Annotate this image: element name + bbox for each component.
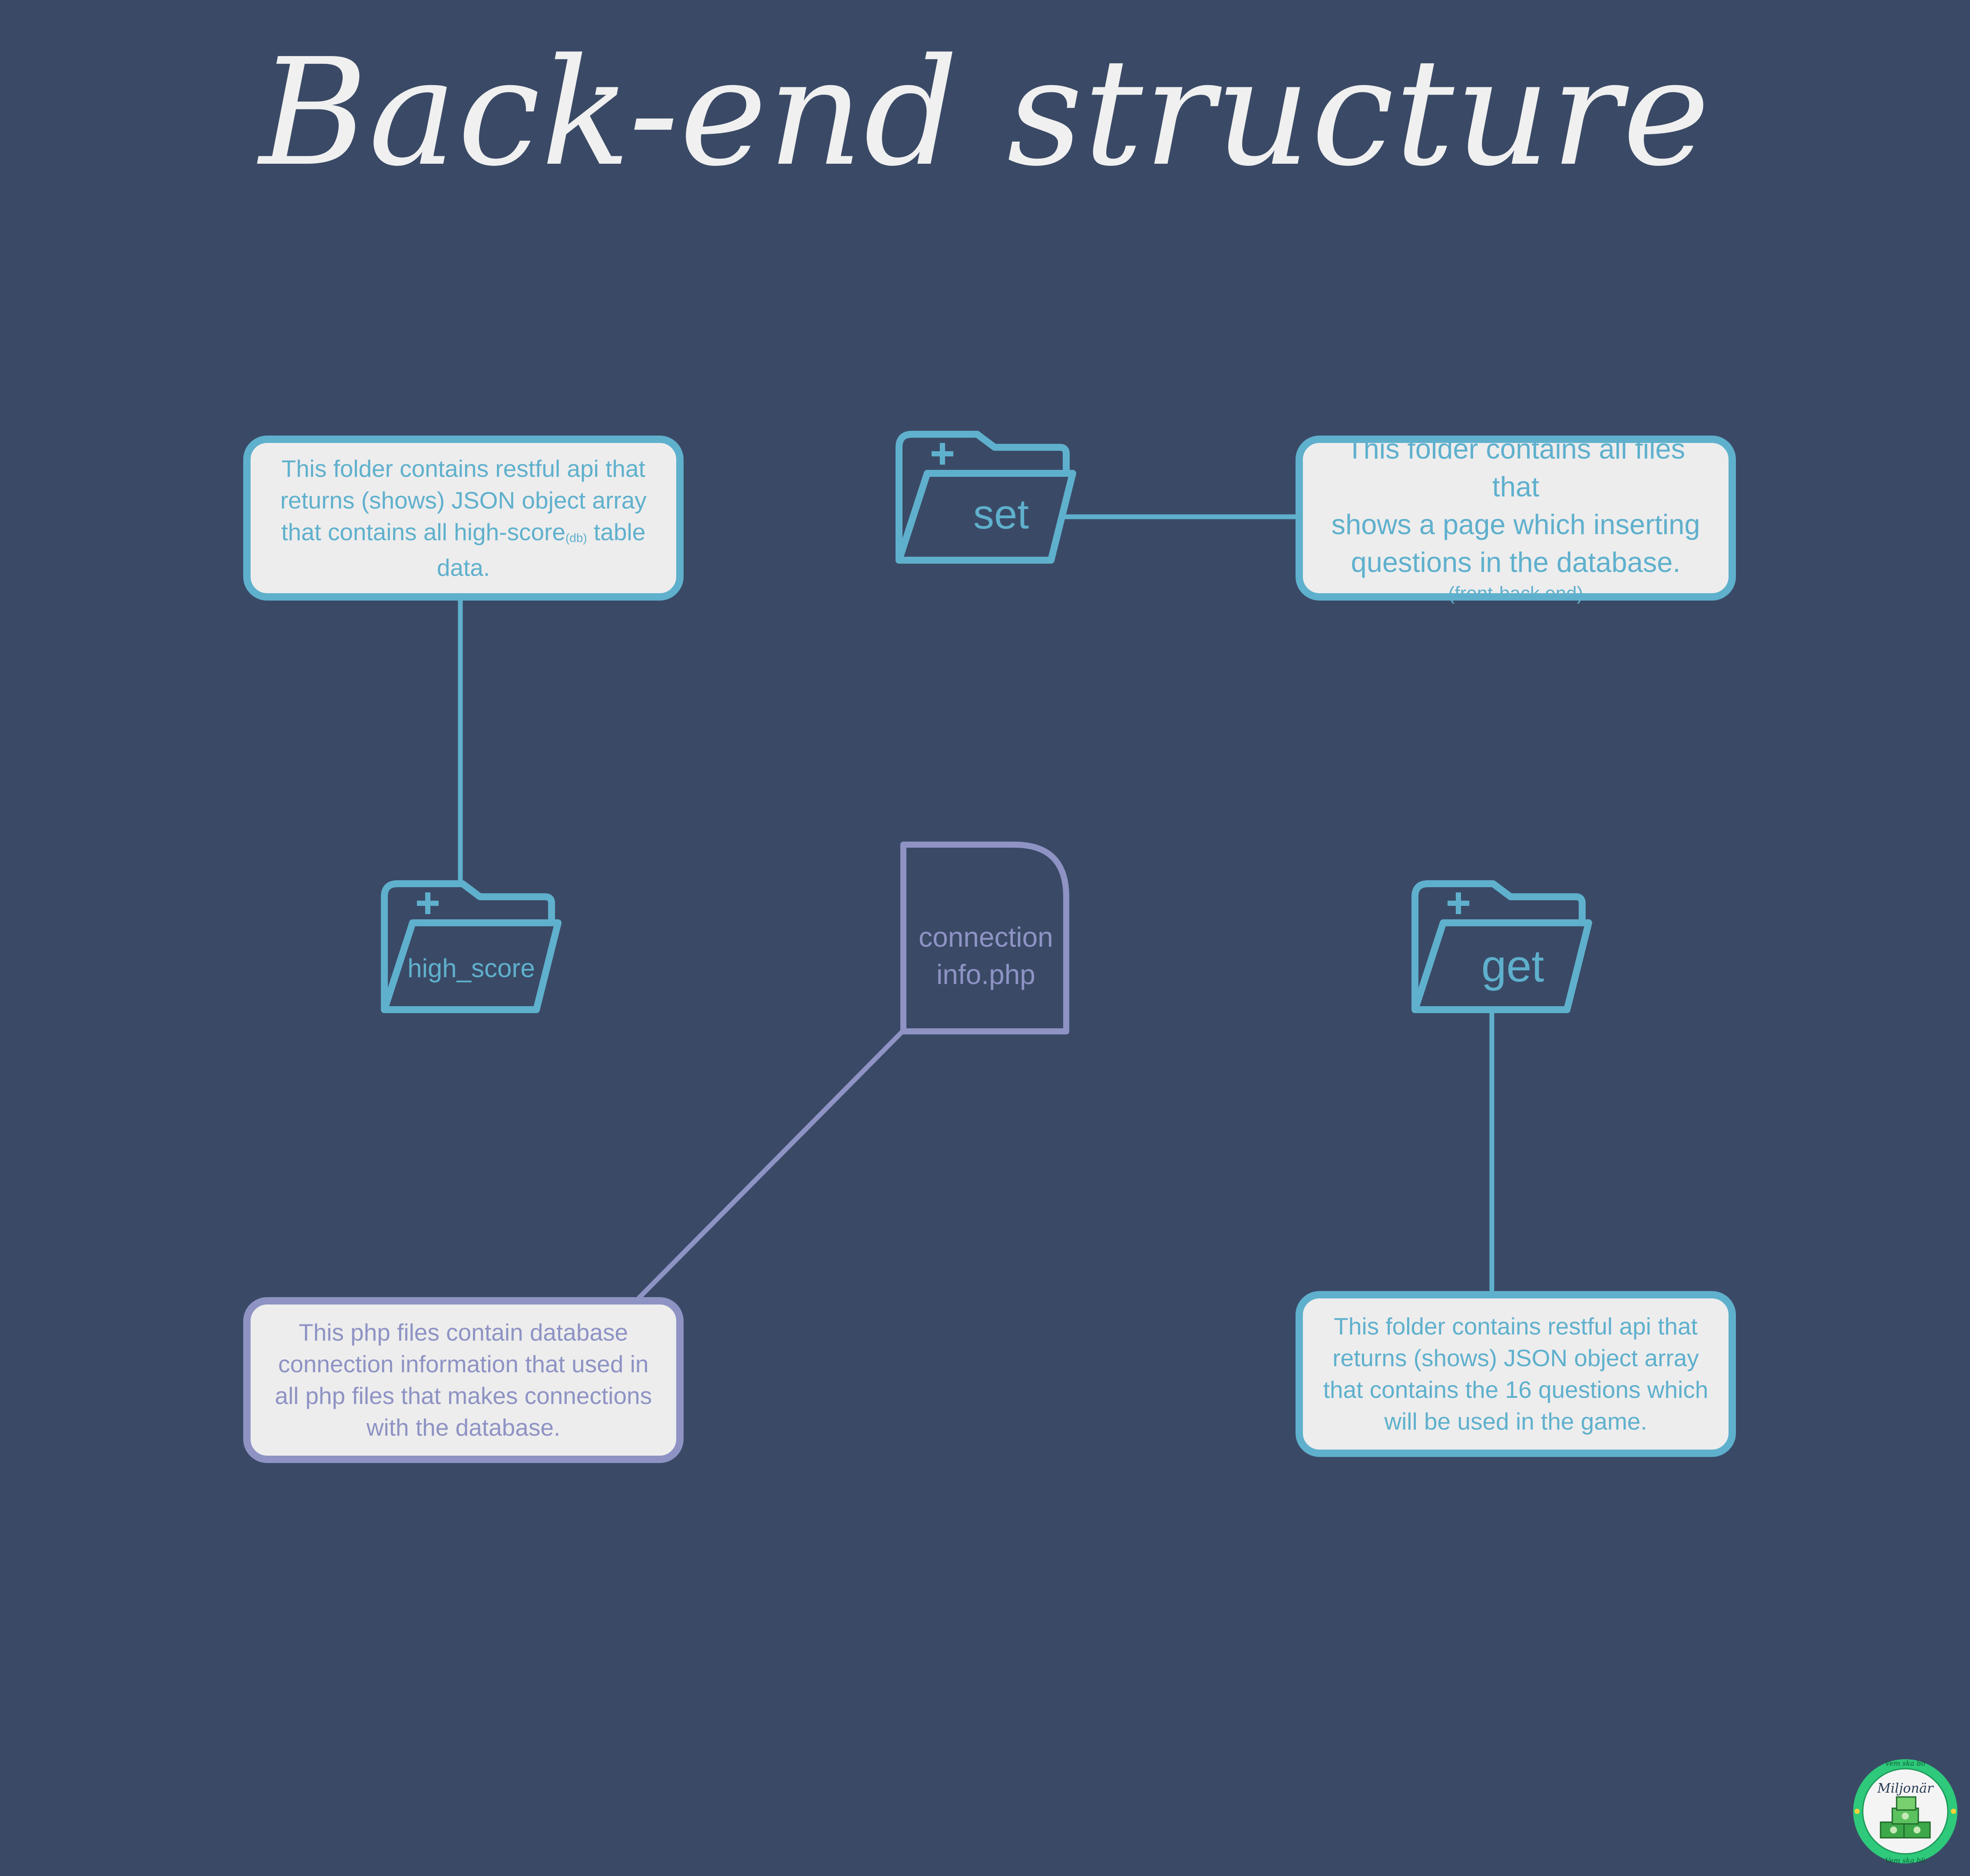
set-description-line-1: This folder contains all files that — [1346, 433, 1686, 502]
high-score-folder-label: high_score — [407, 954, 535, 983]
folder-icon — [381, 880, 562, 1013]
high-score-description-line-1: This folder contains restful api that — [281, 455, 645, 482]
high-score-description-line-4: data. — [436, 554, 490, 581]
set-folder-node: set — [895, 430, 1077, 569]
connection-file-label-line-2: info.php — [936, 959, 1035, 990]
connection-description-line-3: all php files that makes connections — [274, 1382, 652, 1409]
folder-icon — [1411, 880, 1592, 1013]
money-stack-icon — [1880, 1796, 1931, 1839]
high-score-description-line-2: returns (shows) JSON object array — [280, 486, 647, 514]
connector-connection — [637, 1027, 906, 1300]
logo-ring-text-bottom: Vem ska bli — [1885, 1856, 1926, 1865]
miljonar-logo: Vem ska bli Vem ska bli Miljonär — [1853, 1759, 1957, 1865]
get-description-line-3: that contains the 16 questions which — [1323, 1376, 1709, 1403]
set-description-line-2: shows a page which inserting — [1331, 509, 1700, 540]
high-score-description-line-3: that contains all high-score(db) table — [281, 518, 646, 545]
set-folder-label: set — [973, 491, 1029, 538]
high-score-description-box: This folder contains restful api that re… — [243, 436, 684, 601]
logo-name: Miljonär — [1877, 1781, 1934, 1796]
get-description-box: This folder contains restful api that re… — [1296, 1291, 1736, 1457]
get-folder-label: get — [1481, 941, 1544, 991]
set-description-line-3: questions in the database. — [1351, 546, 1681, 578]
set-description-box: This folder contains all files that show… — [1296, 433, 1736, 604]
connection-description-box: This php files contain database connecti… — [243, 1297, 684, 1463]
connection-file-label-line-1: connection — [919, 921, 1053, 953]
connection-description-line-1: This php files contain database — [298, 1319, 628, 1346]
high-score-folder-node: high_score — [380, 879, 562, 1018]
folder-icon — [896, 431, 1076, 564]
get-description-line-2: returns (shows) JSON object array — [1332, 1344, 1699, 1371]
get-description-line-4: will be used in the game. — [1384, 1408, 1647, 1435]
page-title: Back-end structure — [259, 27, 1711, 199]
connection-description-line-4: with the database. — [366, 1414, 561, 1441]
connection-file-node: connection info.php — [899, 840, 1073, 1036]
set-description-line-4: (front-back end) — [1448, 583, 1583, 604]
get-description-line-1: This folder contains restful api that — [1334, 1313, 1698, 1340]
db-subscript: (db) — [565, 531, 587, 545]
file-icon — [900, 842, 1069, 1034]
get-folder-node: get — [1411, 879, 1593, 1018]
logo-ring-text-top: Vem ska bli — [1885, 1759, 1926, 1767]
connection-description-line-2: connection information that used in — [278, 1351, 649, 1377]
